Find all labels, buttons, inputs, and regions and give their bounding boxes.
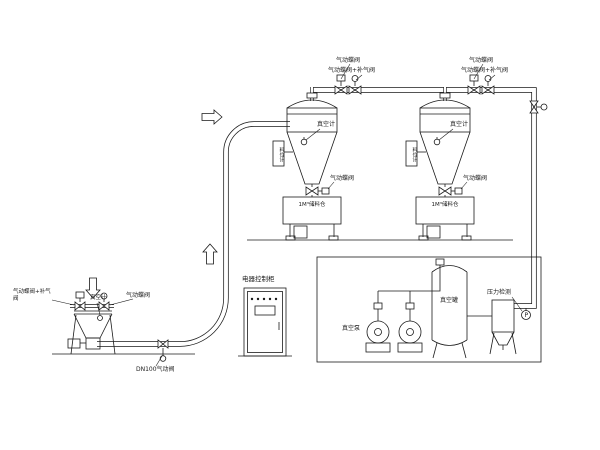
indicator-light: [268, 297, 272, 301]
receiver2-vacuum-gauge-label: 真空计: [450, 121, 469, 128]
butterfly-valve-icon: [103, 301, 110, 311]
receiver2-silo-label: 1M³储料仓: [431, 202, 459, 208]
valve-actuator: [351, 75, 359, 82]
pressure-filter: [489, 299, 517, 355]
pressure-gauge-icon: [521, 310, 531, 320]
control-cabinet-label: 电器控制柜: [242, 275, 275, 283]
makeup-valve-icon: [348, 85, 356, 95]
makeup-valve-icon: [354, 85, 362, 95]
receiver1-discharge-valve-label: 气动蝶阀: [330, 175, 355, 182]
cabinet-panel: [254, 305, 276, 316]
feeder-outlet-body: [85, 337, 101, 350]
discharge-valve-icon: [311, 186, 319, 196]
vacuum-pump-station: [365, 258, 531, 359]
vacuum-receiver-1: [272, 92, 342, 241]
receiver1-makeup-valve-label: 气动蝶阀+补气阀: [328, 67, 376, 74]
butterfly-valve-icon: [340, 85, 348, 95]
flow-arrow-down-icon: [85, 277, 101, 299]
feeder-side-unit: [67, 338, 81, 349]
indicator-light: [256, 297, 260, 301]
receiver2-valve-label: 气动蝶阀: [469, 57, 494, 64]
vacuum-tank: [431, 258, 468, 359]
vacuum-station-enclosure: [316, 256, 542, 363]
header-pipe-valve: [529, 100, 548, 114]
level-gauge-box: [272, 140, 285, 167]
indicator-light: [262, 297, 266, 301]
valve-actuator: [75, 291, 85, 299]
receiver1-level-gauge-label: 料位计: [278, 146, 285, 162]
valve-actuator: [540, 103, 548, 111]
storage-silo-box: [282, 196, 342, 225]
conveying-pipe: [97, 121, 290, 347]
butterfly-valve-icon: [334, 85, 342, 95]
dn100-line-valve: [157, 339, 169, 362]
butterfly-valve-icon: [529, 100, 539, 108]
vacuum-receiver-2: [405, 92, 475, 241]
tank-top-fitting: [435, 258, 445, 266]
receiver1-valve-label: 气动蝶阀: [336, 57, 361, 64]
receiver2-discharge-valve-label: 气动蝶阀: [463, 175, 488, 182]
feeder-vacuum-gauge-label: 真空计: [90, 295, 107, 301]
label-leaders: [51, 63, 523, 367]
pressure-gauge-letter: P: [524, 311, 529, 319]
pump-header-pipe: [378, 265, 441, 292]
discharge-valve-icon: [305, 186, 313, 196]
vacuum-tank-label: 真空罐: [440, 297, 459, 304]
vacuum-gauge-icon: [300, 138, 308, 146]
butterfly-valve-icon: [529, 106, 539, 114]
butterfly-valve-icon: [98, 301, 105, 311]
receiver1-silo-label: 1M³储料仓: [298, 202, 326, 208]
receiver-body: [286, 107, 338, 133]
feeder-makeup-valve-label: 气动蝶阀+补气阀: [13, 289, 51, 302]
pump2-check-valve: [405, 302, 415, 310]
vacuum-header-pipe: [312, 87, 537, 309]
receiver2-level-gauge-label: 料位计: [411, 146, 418, 162]
dome-flange: [306, 92, 318, 99]
vacuum-pump-1: [365, 320, 391, 353]
receiver2-makeup-valve-label: 气动蝶阀+补气阀: [461, 67, 509, 74]
valve-actuator: [336, 74, 346, 82]
header-valve-cluster-1: [334, 74, 362, 95]
makeup-valve-icon: [79, 301, 86, 311]
dn100-valve-label: DN100气动阀: [136, 366, 175, 373]
makeup-valve-icon: [74, 301, 81, 311]
flow-arrow-right-icon: [201, 109, 223, 125]
butterfly-valve-icon: [157, 339, 164, 349]
feeder-hopper-cone: [73, 313, 113, 339]
indicator-light: [250, 297, 254, 301]
feeder-vacuum-gauge-icon: [97, 315, 103, 321]
valve-actuator: [321, 187, 330, 195]
control-cabinet: [243, 287, 287, 357]
feeding-station: [67, 291, 116, 355]
valve-actuator: [159, 355, 167, 362]
butterfly-valve-icon: [162, 339, 169, 349]
vacuum-pump-2: [397, 320, 423, 353]
pressure-detect-label: 压力检测: [487, 289, 512, 296]
receiver-dome: [286, 99, 338, 109]
flow-arrow-up-icon: [202, 243, 218, 265]
receiver1-vacuum-gauge-label: 真空计: [317, 121, 336, 128]
vacuum-pump-label: 真空泵: [342, 325, 361, 332]
feeder-valve-label: 气动蝶阀: [126, 292, 151, 299]
valve-actuator: [100, 292, 108, 300]
indicator-light: [274, 297, 278, 301]
pump1-check-valve: [373, 302, 383, 310]
